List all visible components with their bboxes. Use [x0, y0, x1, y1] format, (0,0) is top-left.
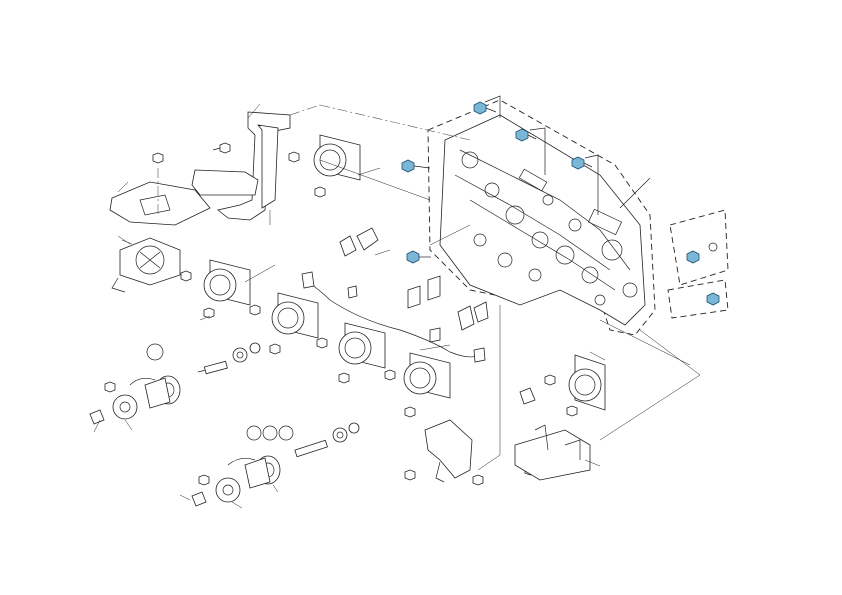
screw-icon — [544, 374, 556, 386]
highlighted-screws — [401, 95, 720, 306]
wire-harness — [301, 271, 486, 363]
blue-screw-icon — [571, 156, 593, 170]
screw-icon — [404, 469, 416, 481]
clutch-assembly-upper — [89, 342, 261, 425]
callout-b — [246, 425, 262, 441]
fan-duct-bracket — [109, 168, 211, 226]
screw-icon — [269, 343, 281, 355]
air-duct-assembly — [191, 103, 471, 225]
drive-motor-4 — [338, 322, 386, 369]
screw-icon — [104, 381, 116, 393]
blue-screw-icon — [686, 250, 700, 264]
callout-d — [278, 425, 294, 441]
drive-motor-5 — [403, 352, 451, 399]
screw-icon — [249, 304, 261, 316]
blue-screw-icon — [401, 159, 431, 173]
screw-icon — [288, 151, 300, 163]
screw-icon — [152, 152, 164, 164]
screw-icon — [198, 474, 210, 486]
drive-motor-6 — [568, 354, 606, 411]
blue-screw-icon — [706, 292, 720, 306]
sensors — [339, 227, 489, 343]
callout-a — [146, 343, 164, 361]
blue-screw-icon — [515, 128, 537, 142]
gear-housing — [424, 419, 473, 483]
callouts — [146, 343, 294, 441]
screw-icon — [472, 474, 484, 486]
clutch-assembly-lower — [191, 422, 360, 507]
screw-icon — [316, 337, 328, 349]
main-frame — [427, 99, 729, 336]
drive-motor-1 — [313, 134, 361, 181]
sensor-bracket — [514, 387, 591, 481]
callout-c — [262, 425, 278, 441]
drive-motor-3 — [271, 292, 319, 339]
screw-icon — [314, 186, 326, 198]
drive-motor-2 — [203, 259, 251, 306]
screw-icon — [180, 270, 192, 282]
cooling-fan — [111, 237, 181, 293]
blue-screw-icon — [473, 101, 497, 115]
screw-icon — [566, 405, 578, 417]
screw-icon — [203, 307, 215, 319]
frame-holes — [461, 151, 638, 306]
leader-lines — [93, 159, 701, 509]
screw-icon — [212, 142, 231, 154]
screw-icon — [404, 406, 416, 418]
screw-icon — [338, 372, 350, 384]
screw-icon — [384, 369, 396, 381]
blue-screw-icon — [406, 250, 431, 264]
